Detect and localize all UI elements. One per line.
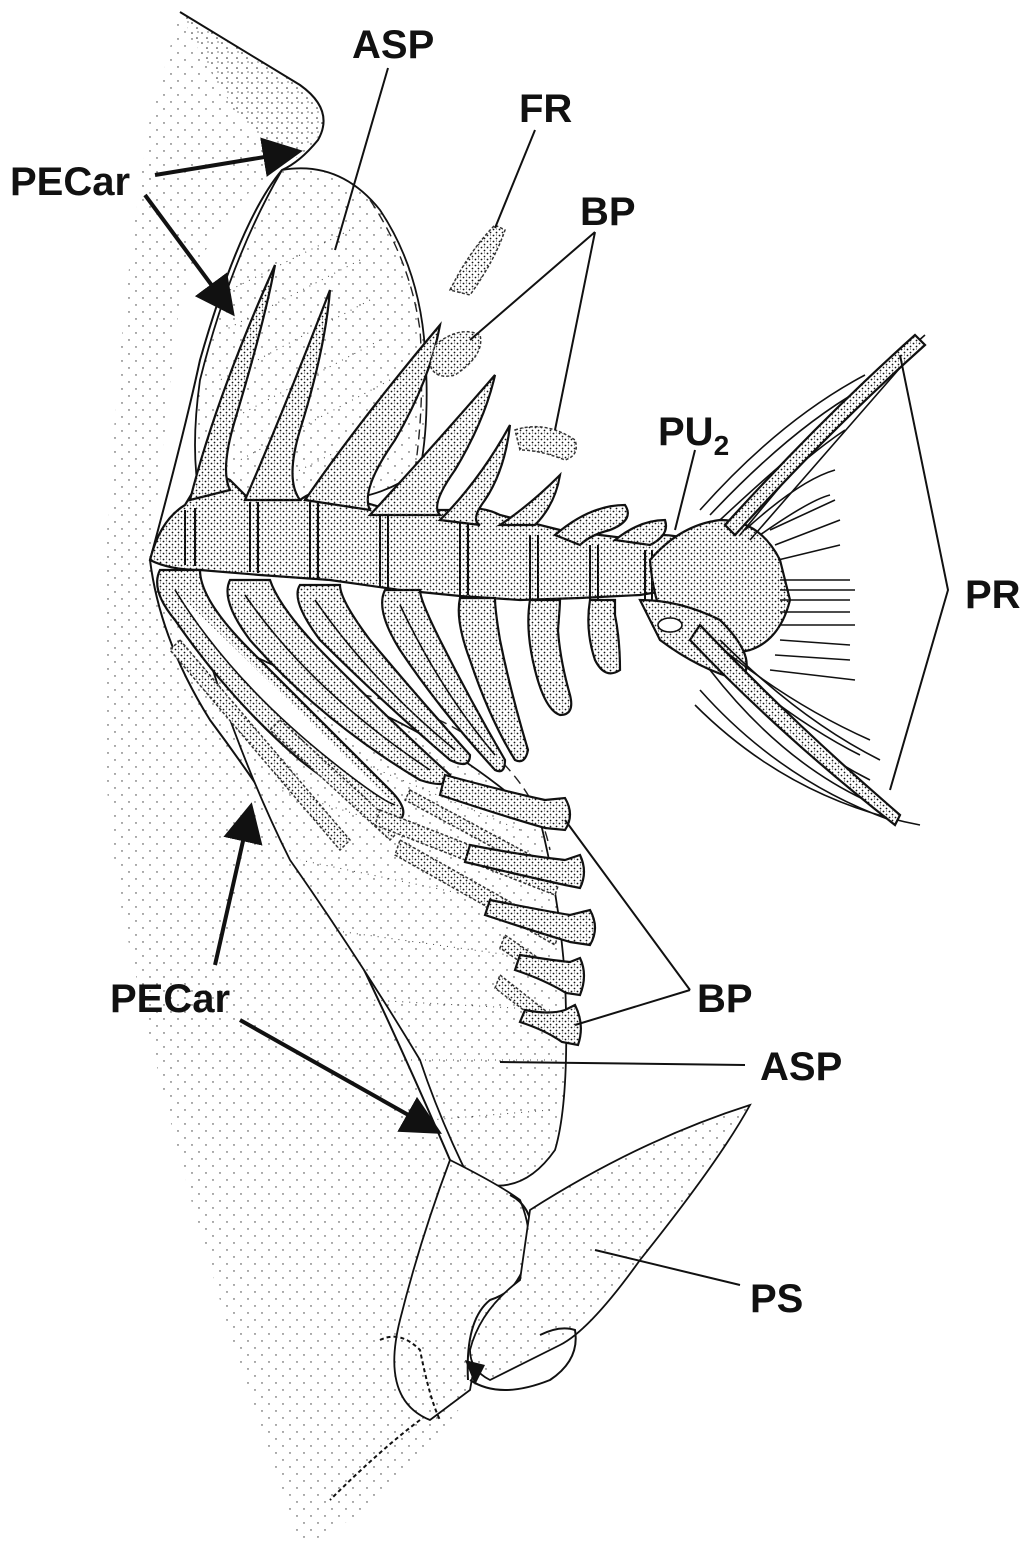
pu2-leader xyxy=(675,450,695,530)
label-pr: PR xyxy=(965,573,1021,617)
label-pu2: PU2 xyxy=(658,410,729,461)
label-pu2-main: PU xyxy=(658,410,714,454)
asp-upper-plate xyxy=(195,168,427,500)
label-asp-top: ASP xyxy=(352,23,434,67)
label-pu2-sub: 2 xyxy=(714,430,730,461)
caudal-fin xyxy=(640,335,925,825)
pr-bracket xyxy=(890,355,948,790)
label-pecar-bottom: PECar xyxy=(110,977,230,1021)
label-pecar-top: PECar xyxy=(10,160,130,204)
label-ps: PS xyxy=(750,1277,803,1321)
label-asp-bottom: ASP xyxy=(760,1045,842,1089)
fr-fragment xyxy=(450,225,505,295)
fr-leader xyxy=(495,130,535,228)
label-bp-top: BP xyxy=(580,190,636,234)
label-bp-bottom: BP xyxy=(697,977,753,1021)
label-fr: FR xyxy=(519,87,572,131)
